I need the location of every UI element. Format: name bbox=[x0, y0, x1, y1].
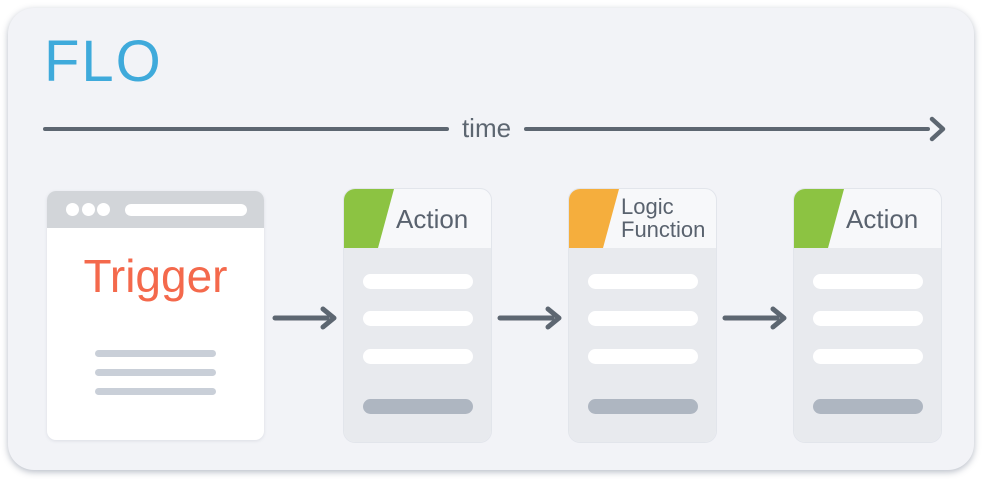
card-title: Logic Function bbox=[621, 194, 706, 242]
text-line-placeholder bbox=[95, 350, 216, 357]
timeline-label: time bbox=[461, 113, 512, 143]
content-line-placeholder bbox=[813, 311, 923, 326]
flow-arrow-icon bbox=[272, 306, 337, 330]
footer-line-placeholder bbox=[813, 399, 923, 414]
arrow-right-icon bbox=[929, 116, 946, 142]
content-line-placeholder bbox=[363, 274, 473, 289]
content-line-placeholder bbox=[363, 311, 473, 326]
card-logic-function: Logic Function bbox=[568, 188, 717, 443]
page-title: FLO bbox=[44, 29, 163, 94]
content-line-placeholder bbox=[363, 349, 473, 364]
content-line-placeholder bbox=[588, 274, 698, 289]
trigger-label: Trigger bbox=[83, 250, 228, 302]
flow-arrow-icon bbox=[497, 306, 562, 330]
card-corner-tab bbox=[569, 189, 619, 248]
timeline: time bbox=[43, 115, 947, 143]
url-bar bbox=[124, 203, 247, 216]
browser-titlebar bbox=[47, 191, 264, 228]
card-action-1: Action bbox=[343, 188, 492, 443]
card-title: Action bbox=[846, 203, 919, 234]
content-line-placeholder bbox=[588, 311, 698, 326]
content-line-placeholder bbox=[588, 349, 698, 364]
footer-line-placeholder bbox=[588, 399, 698, 414]
window-dot-icon bbox=[97, 203, 110, 216]
card-title: Action bbox=[396, 203, 469, 234]
flow-arrow-icon bbox=[722, 306, 787, 330]
window-dot-icon bbox=[81, 203, 95, 216]
content-line-placeholder bbox=[813, 274, 923, 289]
card-corner-tab bbox=[344, 189, 394, 248]
browser-window: Trigger bbox=[47, 191, 264, 440]
text-line-placeholder bbox=[95, 369, 216, 376]
card-action-2: Action bbox=[793, 188, 942, 443]
trigger-text-placeholder bbox=[47, 350, 264, 395]
text-line-placeholder bbox=[95, 388, 216, 395]
window-dot-icon bbox=[66, 203, 79, 216]
card-corner-tab bbox=[794, 189, 844, 248]
content-line-placeholder bbox=[813, 349, 923, 364]
footer-line-placeholder bbox=[363, 399, 473, 414]
timeline-line-left bbox=[43, 127, 449, 131]
timeline-line-right bbox=[524, 127, 930, 131]
